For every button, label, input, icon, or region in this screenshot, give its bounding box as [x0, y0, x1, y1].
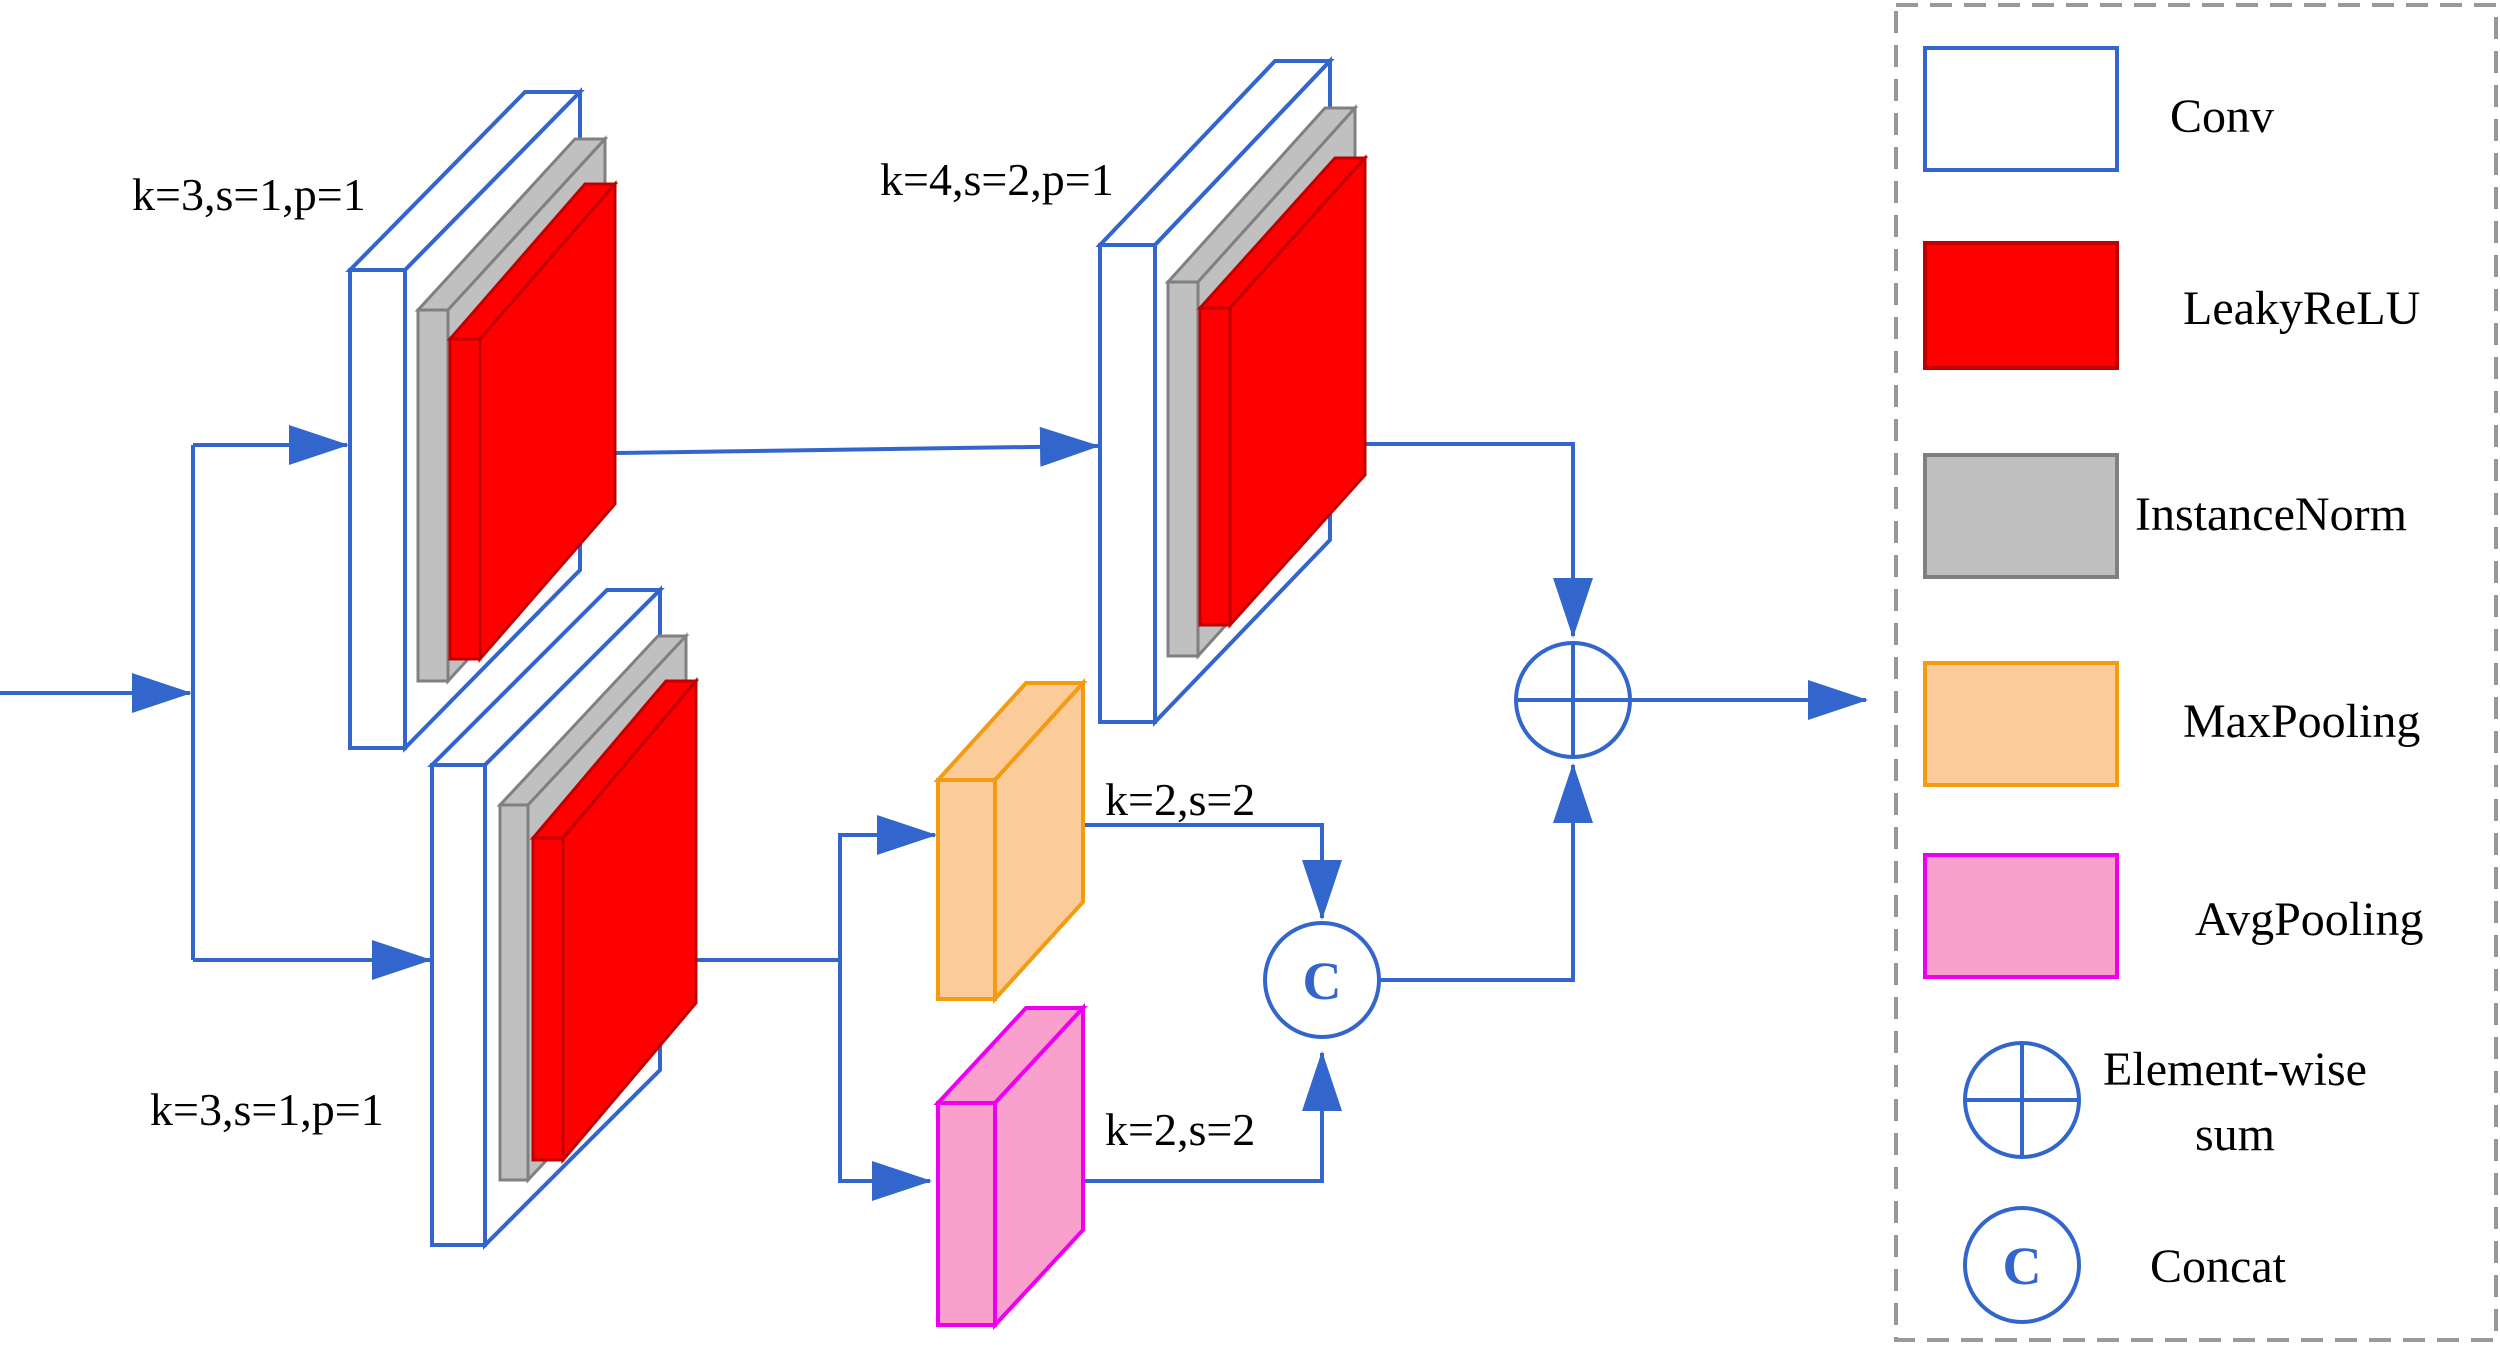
avgpool-params-label: k=2,s=2: [1105, 1104, 1255, 1155]
instance-norm-layer: [1166, 280, 1200, 658]
avgpool-block: k=2,s=2: [933, 1002, 1255, 1331]
conv-block-bottom: k=3,s=1,p=1: [150, 585, 700, 1250]
concat-circle-icon: [1963, 1206, 2081, 1324]
legend-swatch-sum: [1963, 1041, 2081, 1159]
legend-label-conv: Conv: [2170, 90, 2274, 143]
conv-bottom-params-label: k=3,s=1,p=1: [150, 1084, 384, 1135]
leaky-relu-layer: [531, 836, 565, 1162]
legend-swatch-concat: C: [1963, 1206, 2081, 1324]
legend: Conv LeakyReLU InstanceNorm MaxPooling A…: [1894, 3, 2498, 1342]
legend-label-avgpool: AvgPooling: [2195, 893, 2423, 946]
conv-layer: [1098, 243, 1157, 724]
conv-layer: [430, 763, 487, 1247]
avgpool-to-concat-wire: [1050, 1051, 1342, 1183]
top-to-right-conv-wire: [614, 426, 1100, 467]
legend-label-sum-line1: Element-wise: [2103, 1043, 2367, 1096]
maxpool-params-label: k=2,s=2: [1105, 774, 1255, 825]
legend-border: [1894, 3, 2498, 1342]
concat-symbol: C: [1303, 951, 1342, 1011]
legend-swatch-maxpool: [1923, 661, 2119, 787]
instance-norm-layer: [416, 308, 450, 683]
concat-symbol: C: [2003, 1236, 2042, 1296]
concat-circle-icon: [1263, 921, 1381, 1039]
connections: [0, 425, 1868, 1201]
concat-op: C: [1263, 921, 1381, 1039]
legend-label-concat: Concat: [2150, 1240, 2287, 1293]
maxpool-block: k=2,s=2: [933, 677, 1255, 1005]
legend-swatch-norm: [1923, 453, 2119, 579]
concat-to-sum-wire: [1380, 763, 1593, 982]
legend-label-leaky: LeakyReLU: [2183, 282, 2420, 335]
conv-block-top: k=3,s=1,p=1: [132, 87, 619, 753]
legend-label-sum-line2: sum: [2195, 1108, 2275, 1161]
conv-right-params-label: k=4,s=2,p=1: [880, 154, 1114, 205]
leaky-relu-layer: [1198, 306, 1232, 627]
legend-swatch-leaky: [1923, 241, 2119, 370]
instance-norm-layer: [498, 803, 530, 1182]
legend-label-norm: InstanceNorm: [2135, 488, 2407, 541]
conv-block-right: k=4,s=2,p=1: [880, 55, 1369, 727]
conv-top-params-label: k=3,s=1,p=1: [132, 169, 366, 220]
leaky-relu-layer: [448, 337, 482, 661]
legend-label-maxpool: MaxPooling: [2183, 695, 2420, 748]
legend-swatch-avgpool: [1923, 853, 2119, 979]
conv-layer: [348, 268, 407, 750]
avgpool-layer: [936, 1101, 997, 1327]
maxpool-layer: [936, 778, 997, 1001]
legend-swatch-conv: [1923, 46, 2119, 172]
elementwise-sum-op: [1514, 641, 1632, 759]
right-conv-to-sum-wire: [1303, 442, 1593, 638]
maxpool-to-concat-wire: [1050, 823, 1342, 920]
